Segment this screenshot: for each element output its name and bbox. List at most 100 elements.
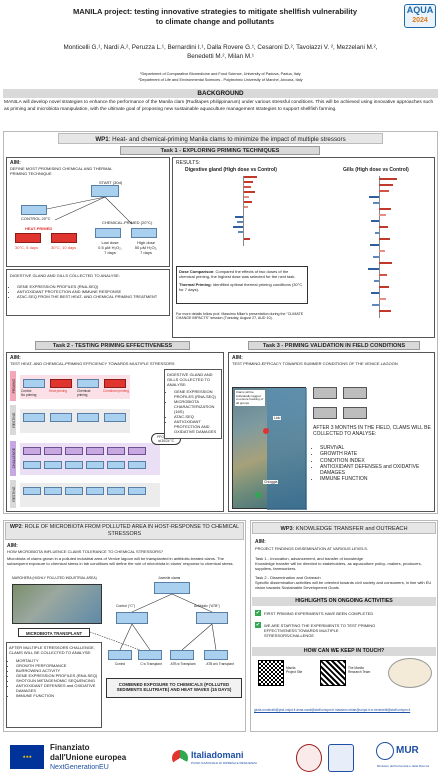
eu-flag-icon: ★★★ xyxy=(10,745,44,769)
t2-tank-label: Heat priming xyxy=(49,389,68,393)
control-label: CONTROL 20°C xyxy=(21,216,51,221)
task2-analysis-item: MICROBIOTA CHARACTERIZATION (16S) xyxy=(174,399,219,414)
phase-priming xyxy=(10,371,16,401)
transplant-label: MICROBIOTA TRANSPLANT xyxy=(18,628,90,637)
thermal-rest: : Identified optimal thermal priming con… xyxy=(179,282,303,292)
contact-emails[interactable]: giulia.monticelli@phd.unipd.it anna.nard… xyxy=(254,708,411,712)
t2-tank-challenge xyxy=(44,447,62,455)
task2-analysis-title: DIGESTIVE GLAND AND GILLS COLLECTED TO A… xyxy=(167,372,213,387)
task2-analysis-panel: DIGESTIVE GLAND AND GILLS COLLECTED TO A… xyxy=(164,369,222,439)
task3-aim-text: TEST PRIMING-EFFICACY TOWARDS SUMMER CON… xyxy=(232,361,398,366)
task1-analysis-list: GENE EXPRESSION PROFILES (RNA-SEQ) ANTIO… xyxy=(10,284,165,299)
task3-followup-title: AFTER 3 MONTHS IN THE FIELD, CLAMS WILL … xyxy=(313,425,431,438)
t2-tank xyxy=(44,487,62,495)
aqua-logo-text: AQUA xyxy=(406,5,434,15)
background-heading: BACKGROUND xyxy=(3,89,438,98)
wp2-title: WP2: ROLE OF MICROBIOTA FROM POLLUTED AR… xyxy=(5,522,244,540)
t2-tank-label: Chemical priming xyxy=(77,389,91,397)
field-cage-3 xyxy=(313,407,337,419)
funder-line3: NextGenerationEU xyxy=(50,764,109,771)
gills-heatmap-title: Gills (High dose vs Control) xyxy=(343,167,409,173)
wp2-analysis-panel: AFTER MULTIPLE STRESSORS CHALLENGE, CLAM… xyxy=(6,642,102,728)
site-chioggia-marker xyxy=(255,492,261,498)
task1-results-panel: RESULTS: Digestive gland (High dose vs C… xyxy=(172,157,435,338)
heat-primed-label: HEAT-PRIMED xyxy=(25,226,53,231)
wp2-analysis-item: IMMUNE FUNCTION xyxy=(16,693,99,698)
t2-tank-challenge xyxy=(86,447,104,455)
t2-tank-combined xyxy=(104,379,126,388)
wp2-group-tank xyxy=(108,650,132,660)
highlight-2-text: WE ARE STARTING THE EXPERIMENTS TO TEST … xyxy=(264,623,376,638)
task3-title: Task 3 - PRIMING VALIDATION IN FIELD CON… xyxy=(248,341,420,350)
task1-analysis-panel: DIGESTIVE GLAND AND GILLS COLLECTED TO A… xyxy=(6,269,170,316)
italiadomani-icon xyxy=(172,750,188,766)
dose-comparison-box: Dose Comparison: Compared the effects of… xyxy=(176,266,308,304)
aqua-logo: AQUA 2024 xyxy=(404,4,436,28)
highlight-1-text: FIRST PRIMING EXPERIMENTS HAVE BEEN COMP… xyxy=(264,611,374,616)
t2-tank-challenge xyxy=(23,447,41,455)
combined-exposure-box: COMBINED EXPOSURE TO CHEMICALS (POLLUTED… xyxy=(106,678,242,698)
t2-tank-challenge xyxy=(65,447,83,455)
qr-code-team xyxy=(320,660,346,686)
qr-caption-project: Manila Project Site xyxy=(286,666,303,674)
results-label: RESULTS: xyxy=(176,160,201,166)
presentation-note: For more details follow prof. Massimo Mi… xyxy=(176,312,304,321)
control-group-label: Control ("C") xyxy=(116,604,135,608)
wp2-analysis-title: AFTER MULTIPLE STRESSORS CHALLENGE, CLAM… xyxy=(9,645,95,655)
task3-followup-item: CONDITION INDEX xyxy=(320,458,431,464)
task2-title: Task 2 - TESTING PRIMING EFFECTIVENESS xyxy=(35,341,190,350)
authors-line2: Benedetti M.², Milan M.¹ xyxy=(187,53,254,60)
wp2-group-label: ATB w/o Transplant xyxy=(206,662,234,666)
highlight-1: ✔ FIRST PRIMING EXPERIMENTS HAVE BEEN CO… xyxy=(255,610,435,618)
wp2-analysis-item: MORTALITY xyxy=(16,658,99,663)
wp1-title-rest: : Heat- and chemical-priming Manila clam… xyxy=(108,136,346,143)
gills-heatmap xyxy=(313,176,431,318)
task3-followup-list: SURVIVAL GROWTH RATE CONDITION INDEX ANT… xyxy=(313,445,431,483)
thermal-bold: Thermal Priming xyxy=(179,282,211,287)
wp3-task1: Task 1 - Innovation, advancement, and tr… xyxy=(255,556,364,561)
wp2-group-label: Control xyxy=(114,662,126,666)
wp2-analysis-item: SHOTGUN METAGENOMIC SEQUENCING xyxy=(16,678,99,683)
footer xyxy=(0,736,441,784)
task3-followup-item: GROWTH RATE xyxy=(320,451,431,457)
control-tank xyxy=(21,205,47,215)
t2-tank xyxy=(23,461,41,469)
t2-tank xyxy=(107,461,125,469)
map-tag-note: Clams will be individually tagged to ens… xyxy=(235,390,265,407)
t2-tank xyxy=(77,413,99,422)
manila-project-logo xyxy=(388,658,432,688)
mur-sub: Ministero dell'Università e della Ricerc… xyxy=(376,764,430,768)
heat-a-label: 30°C, 5 days xyxy=(15,245,38,250)
phase-resting-2 xyxy=(10,480,16,508)
italiadomani-sub: PIANO NAZIONALE DI RIPRESA E RESILIENZA xyxy=(191,761,258,765)
wp2-group-tank xyxy=(138,650,162,660)
wp2-analysis-item: BURROWING ACTIVITY xyxy=(16,668,99,673)
highlight-2: ✔ WE ARE STARTING THE EXPERIMENTS TO TES… xyxy=(255,622,435,640)
t2-tank-label: Control No priming xyxy=(21,389,37,397)
task2-aim-label: AIM: xyxy=(10,355,21,361)
wp2-group-tank xyxy=(170,650,194,660)
t2-tank xyxy=(77,379,99,388)
univpm-logo xyxy=(328,744,354,772)
aqua-logo-year: 2024 xyxy=(412,17,428,24)
site-chioggia-label: Chioggia xyxy=(263,480,279,484)
dose-rest: : Compared the effects of two doses of t… xyxy=(179,269,296,279)
task3-aim-label: AIM: xyxy=(232,355,243,361)
mur-emblem-icon xyxy=(376,742,394,760)
wp3-section xyxy=(250,520,438,732)
field-cage-4 xyxy=(343,407,367,419)
phase-resting-1 xyxy=(10,405,16,435)
task1-aim-text: DEFINE MOST PROMISING CHEMICAL AND THERM… xyxy=(10,166,113,176)
t2-tank xyxy=(50,413,72,422)
t2-tank-label: Combined priming xyxy=(103,389,129,393)
authors-line1: Monticelli G.¹, Nardi A.², Peruzza L.¹, … xyxy=(63,44,378,51)
juvenile-tank xyxy=(154,582,190,594)
t2-tank xyxy=(23,487,41,495)
exposure-line1: COMBINED EXPOSURE TO CHEMICALS (POLLUTED xyxy=(118,682,230,687)
thermal-priming-text: Thermal Priming: Identified optimal ther… xyxy=(179,282,305,292)
task1-title: Task 1 - EXPLORING PRIMING TECHNIQUES xyxy=(120,146,320,155)
wp2-title-bold: WP2 xyxy=(9,524,22,530)
lagoon-water xyxy=(267,388,307,510)
t2-tank-challenge xyxy=(107,447,125,455)
t2-tank xyxy=(23,413,45,422)
